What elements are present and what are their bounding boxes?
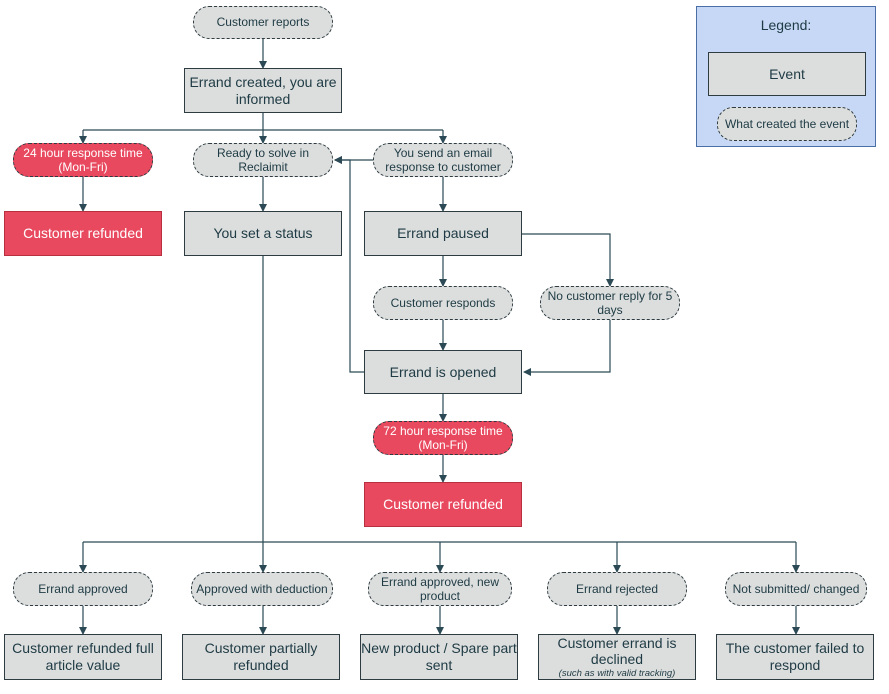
node-errand-declined: Customer errand is declined (such as wit…: [538, 634, 696, 680]
node-send-email: You send an email response to customer: [373, 143, 513, 177]
declined-note: (such as with valid tracking): [558, 668, 676, 680]
node-customer-responds: Customer responds: [373, 286, 513, 320]
arrow-noreply-to-opened: [523, 320, 611, 376]
node-refunded-full: Customer refunded full article value: [4, 634, 162, 680]
node-errand-created: Errand created, you are informed: [184, 68, 342, 113]
node-set-status: You set a status: [184, 211, 342, 256]
legend-trigger-sample: What created the event: [717, 107, 857, 141]
legend-title: Legend:: [760, 17, 812, 33]
node-approved-deduction: Approved with deduction: [191, 572, 333, 606]
node-errand-approved: Errand approved: [13, 572, 153, 606]
node-ready-to-solve: Ready to solve in Reclaimit: [193, 143, 333, 177]
legend-panel: Legend: Event What created the event: [696, 6, 876, 147]
node-new-product-sent: New product / Spare part sent: [360, 634, 518, 680]
declined-label: Customer errand is declined: [557, 634, 677, 668]
node-customer-refunded-1: Customer refunded: [4, 211, 162, 256]
node-errand-opened: Errand is opened: [364, 350, 522, 394]
arrow-paused-to-noreply: [522, 233, 614, 287]
legend-event-sample: Event: [708, 52, 866, 96]
node-customer-reports: Customer reports: [193, 6, 333, 39]
node-errand-rejected: Errand rejected: [547, 572, 687, 606]
node-errand-paused: Errand paused: [364, 211, 522, 256]
node-partially-refunded: Customer partially refunded: [182, 634, 340, 680]
node-no-reply: No customer reply for 5 days: [540, 286, 680, 320]
node-72h-response: 72 hour response time (Mon-Fri): [373, 421, 513, 455]
node-24h-response: 24 hour response time (Mon-Fri): [13, 143, 153, 177]
node-failed-to-respond: The customer failed to respond: [716, 634, 874, 680]
node-not-submitted: Not submitted/ changed: [725, 572, 867, 606]
arrow-opened-to-ready: [334, 156, 364, 373]
node-approved-new-product: Errand approved, new product: [368, 572, 512, 606]
node-customer-refunded-2: Customer refunded: [364, 482, 522, 527]
